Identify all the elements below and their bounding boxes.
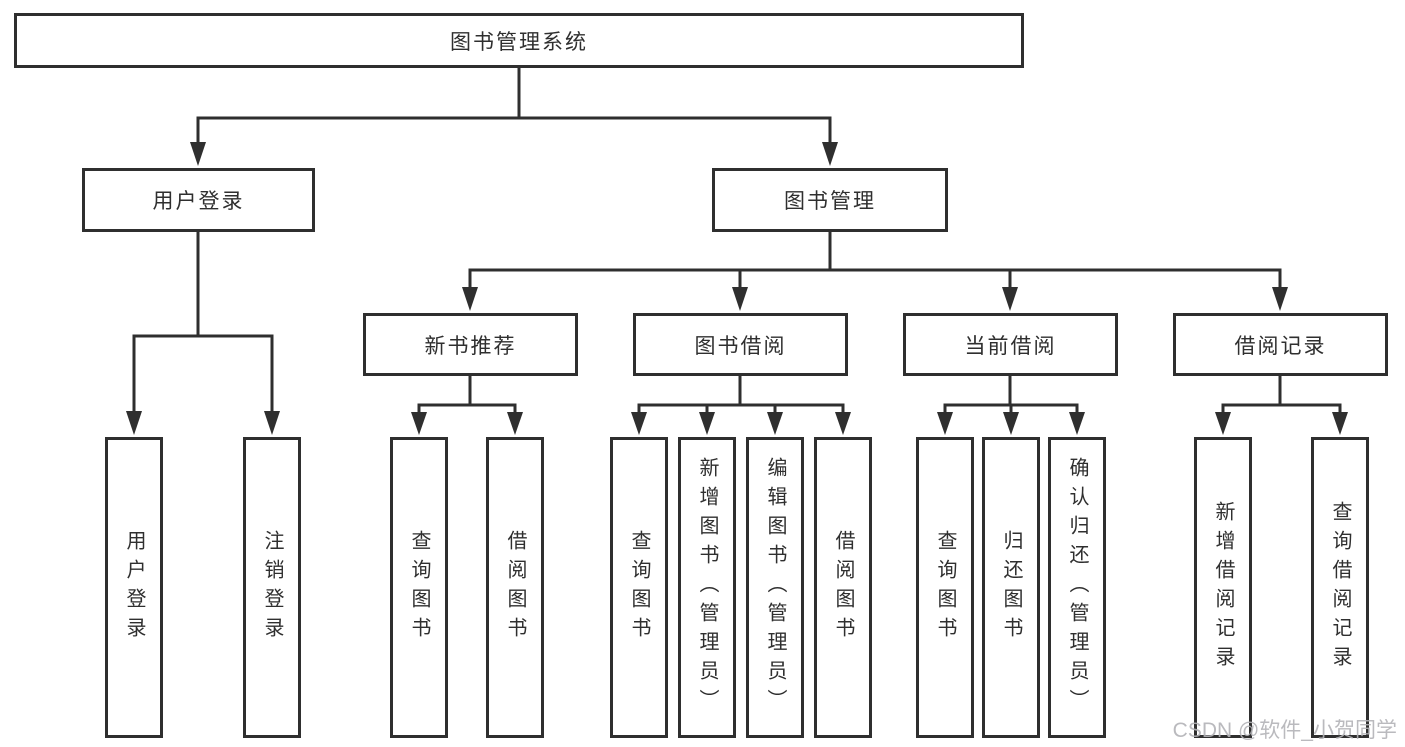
node-borrow-record: 借阅记录 — [1173, 313, 1388, 376]
node-book-management-label: 图书管理 — [784, 190, 876, 213]
node-book-borrow-label: 图书借阅 — [694, 334, 787, 358]
leaf-query-books-2: 查询图书 — [610, 437, 668, 738]
leaf-add-borrow-record: 新增借阅记录 — [1194, 437, 1252, 738]
node-root: 图书管理系统 — [14, 13, 1024, 68]
leaf-add-book-admin: 新增图书（管理员） — [678, 437, 736, 738]
node-user-login: 用户登录 — [82, 168, 315, 232]
leaf-borrow-books-2: 借阅图书 — [814, 437, 872, 738]
leaf-borrow-books-2-label: 借阅图书 — [832, 529, 854, 646]
leaf-add-book-admin-label: 新增图书（管理员） — [696, 457, 718, 718]
leaf-query-books-1: 查询图书 — [390, 437, 448, 738]
leaf-logout-label: 注销登录 — [261, 529, 283, 646]
leaf-add-borrow-record-label: 新增借阅记录 — [1212, 500, 1234, 675]
node-book-management: 图书管理 — [712, 168, 948, 232]
leaf-borrow-books-1-label: 借阅图书 — [504, 529, 526, 646]
csdn-watermark: CSDN @软件_小贺同学 — [1172, 719, 1397, 742]
leaf-query-books-3: 查询图书 — [916, 437, 974, 738]
node-new-book-recommend-label: 新书推荐 — [424, 334, 517, 358]
leaf-query-books-1-label: 查询图书 — [408, 529, 430, 646]
node-current-borrow-label: 当前借阅 — [964, 334, 1057, 358]
leaf-logout: 注销登录 — [243, 437, 301, 738]
node-current-borrow: 当前借阅 — [903, 313, 1118, 376]
leaf-query-borrow-record-label: 查询借阅记录 — [1329, 500, 1351, 675]
leaf-edit-book-admin-label: 编辑图书（管理员） — [764, 457, 786, 718]
node-root-label: 图书管理系统 — [450, 30, 588, 54]
leaf-query-books-2-label: 查询图书 — [628, 529, 650, 646]
leaf-confirm-return-admin-label: 确认归还（管理员） — [1066, 457, 1088, 718]
node-user-login-label: 用户登录 — [152, 190, 245, 213]
leaf-return-book-label: 归还图书 — [1000, 529, 1022, 646]
leaf-query-books-3-label: 查询图书 — [934, 529, 956, 646]
leaf-user-login: 用户登录 — [105, 437, 163, 738]
leaf-borrow-books-1: 借阅图书 — [486, 437, 544, 738]
leaf-confirm-return-admin: 确认归还（管理员） — [1048, 437, 1106, 738]
node-book-borrow: 图书借阅 — [633, 313, 848, 376]
node-borrow-record-label: 借阅记录 — [1234, 334, 1327, 358]
leaf-edit-book-admin: 编辑图书（管理员） — [746, 437, 804, 738]
node-new-book-recommend: 新书推荐 — [363, 313, 578, 376]
leaf-user-login-label: 用户登录 — [123, 529, 145, 646]
leaf-return-book: 归还图书 — [982, 437, 1040, 738]
leaf-query-borrow-record: 查询借阅记录 — [1311, 437, 1369, 738]
